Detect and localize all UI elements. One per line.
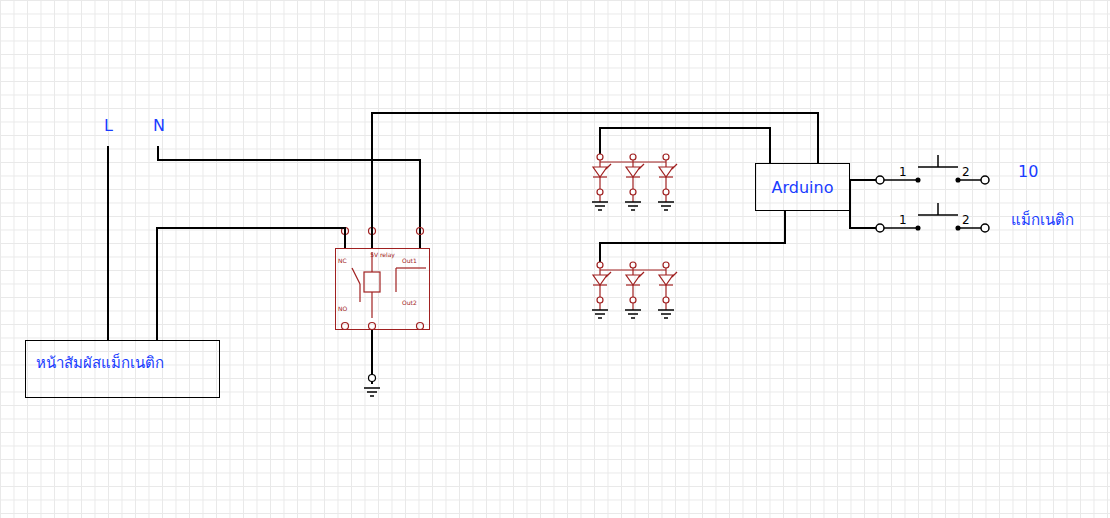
led-wire (600, 211, 785, 262)
neutral-wire (158, 146, 420, 248)
switch-wire (850, 179, 876, 181)
terminal-label: L (104, 118, 113, 134)
led-symbol (593, 262, 611, 310)
led-symbol (659, 154, 677, 202)
signal-label: แม็กเนติก (1011, 213, 1074, 228)
wires (108, 128, 876, 384)
push-switches (876, 155, 989, 232)
arduino-box: Arduino (755, 163, 850, 211)
relay-symbol (342, 228, 427, 330)
led-symbol (659, 262, 677, 310)
pin-number: 2 (962, 166, 970, 178)
node-text: Arduino (772, 178, 834, 197)
pin-label: NO (338, 306, 347, 312)
pin-label: NC (338, 258, 347, 264)
contact-box: หน้าสัมผัสแม็กเนติก (25, 340, 220, 398)
pin-number: 1 (899, 214, 907, 226)
ground-symbol (364, 388, 380, 396)
ground-symbol (592, 310, 608, 318)
repeated-symbols (364, 154, 677, 396)
ground-symbol (625, 310, 641, 318)
ground-symbol (592, 202, 608, 210)
signal-label: 10 (1018, 164, 1038, 180)
line-wire (107, 146, 109, 340)
switch-wire (850, 180, 876, 228)
pin-label: Out1 (402, 258, 417, 264)
led-symbol (626, 262, 644, 310)
node-text: 5V relay (370, 251, 395, 258)
wire-connector (372, 113, 818, 248)
ground-symbol (658, 202, 674, 210)
led-wire (600, 128, 770, 163)
node-text: หน้าสัมผัสแม็กเนติก (36, 351, 164, 375)
pin-number: 1 (899, 166, 907, 178)
led-symbol (626, 154, 644, 202)
pin-number: 2 (962, 214, 970, 226)
led-symbol (593, 154, 611, 202)
ground-symbol (625, 202, 641, 210)
terminal-label: N (153, 118, 165, 134)
ground-symbol (658, 310, 674, 318)
wire-connector (157, 228, 345, 340)
pin-label: Out2 (402, 300, 417, 306)
